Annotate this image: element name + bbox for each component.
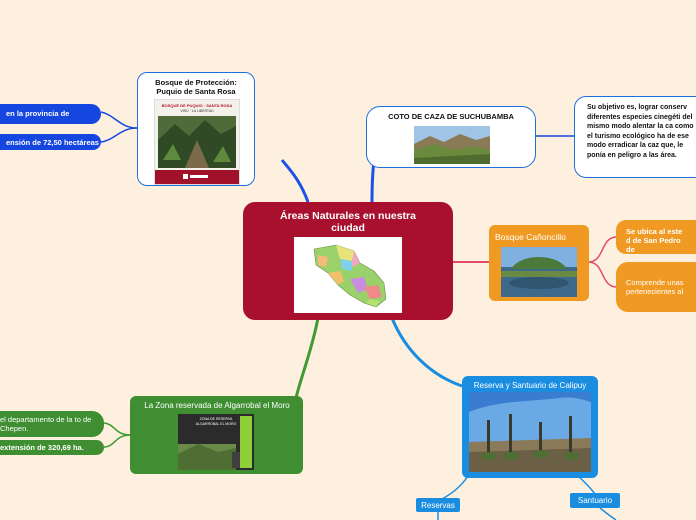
peru-map-image — [294, 237, 402, 313]
canoncillo-detail-1[interactable]: Se ubica al este d de San Pedro de — [616, 220, 696, 254]
coto-description-box[interactable]: Su objetivo es, lograr conserv diferente… — [574, 96, 696, 178]
coto-description: Su objetivo es, lograr conserv diferente… — [587, 104, 694, 159]
bosque-proteccion-detail-1[interactable]: en la provincia de — [0, 104, 101, 124]
puya-plants-photo-icon — [469, 392, 591, 472]
calipuy-node[interactable]: Reserva y Santuario de Calipuy — [462, 376, 598, 478]
coto-title: COTO DE CAZA DE SUCHUBAMBA — [388, 112, 514, 121]
forest-photo-icon — [155, 116, 239, 184]
bosque-proteccion-detail-2[interactable]: ensión de 72,50 hectáreas — [0, 134, 101, 150]
central-topic-title: Áreas Naturales en nuestra ciudad — [280, 210, 416, 234]
bosque-proteccion-cover: BOSQUE DE PUQUIO · SANTA ROSA VIRÚ · LA … — [154, 99, 240, 185]
calipuy-photo — [469, 392, 591, 472]
cover-title: BOSQUE DE PUQUIO · SANTA ROSA — [161, 103, 233, 108]
canoncillo-title: Bosque Cañoncillo — [495, 232, 566, 242]
peru-map-icon — [313, 244, 387, 308]
reserve-sign-photo-icon — [178, 414, 254, 470]
calipuy-child-santuario[interactable]: Santuario — [570, 493, 620, 508]
lagoon-photo-icon — [501, 247, 577, 297]
central-topic[interactable]: Áreas Naturales en nuestra ciudad — [243, 202, 453, 320]
bosque-proteccion-node[interactable]: Bosque de Protección: Puquio de Santa Ro… — [137, 72, 255, 186]
algarrobal-photo: ZONA DE RESERVA ALGARROBAL EL MORO — [178, 414, 254, 470]
bosque-proteccion-title: Bosque de Protección: Puquio de Santa Ro… — [155, 78, 237, 96]
valley-photo-icon — [414, 126, 490, 164]
calipuy-title: Reserva y Santuario de Calipuy — [473, 381, 587, 390]
algarrobal-detail-2[interactable]: extensión de 320,69 ha. — [0, 440, 104, 455]
cover-subtitle: VIRÚ · LA LIBERTAD — [180, 109, 214, 113]
algarrobal-node[interactable]: La Zona reservada de Algarrobal el Moro … — [130, 396, 303, 474]
coto-node[interactable]: COTO DE CAZA DE SUCHUBAMBA — [366, 106, 536, 168]
calipuy-child-reservas[interactable]: Reservas — [416, 498, 460, 512]
canoncillo-photo — [501, 247, 577, 297]
coto-photo — [414, 126, 490, 164]
algarrobal-sign-text: ZONA DE RESERVA ALGARROBAL EL MORO — [195, 417, 237, 426]
algarrobal-detail-1[interactable]: el departamento de la to de Chepen. — [0, 411, 104, 437]
canoncillo-detail-2[interactable]: Comprende unas pertenecientes al — [616, 262, 696, 312]
canoncillo-node[interactable]: Bosque Cañoncillo — [489, 225, 589, 301]
algarrobal-title: La Zona reservada de Algarrobal el Moro — [144, 401, 290, 410]
